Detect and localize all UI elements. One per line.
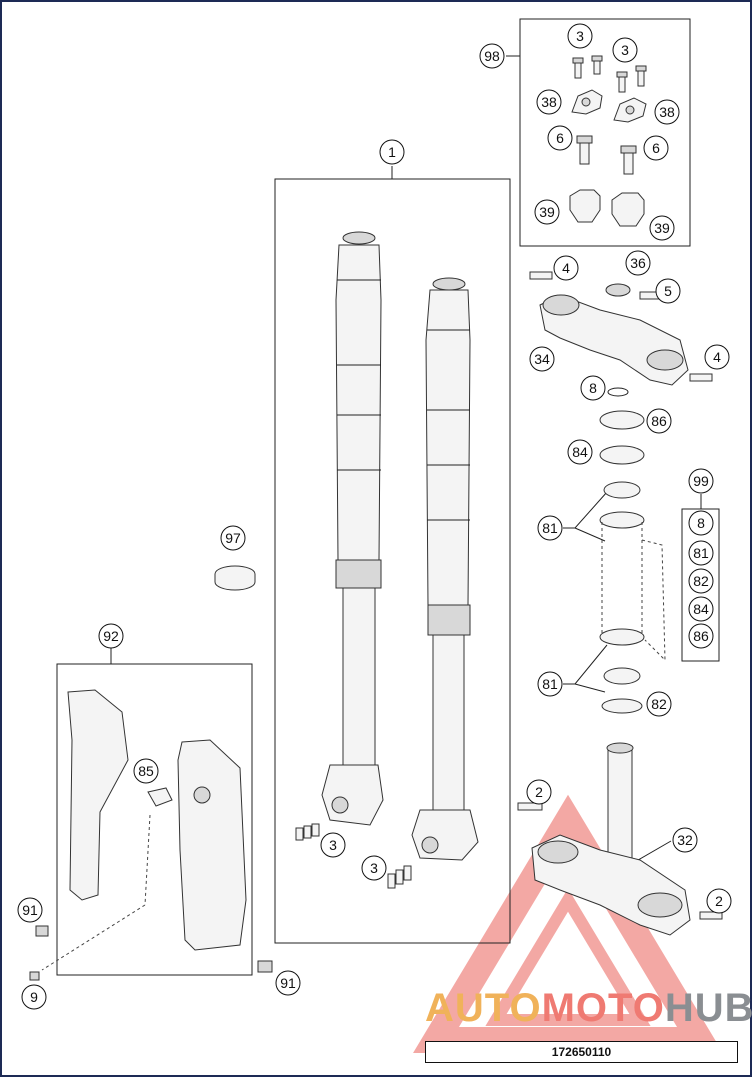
callout-81: 81 — [537, 671, 563, 697]
callout-81: 81 — [537, 515, 563, 541]
callout-label: 3 — [370, 860, 378, 876]
callout-label: 97 — [225, 530, 241, 546]
callout-86: 86 — [646, 408, 672, 434]
callout-label: 4 — [562, 260, 570, 276]
callout-82: 82 — [646, 691, 672, 717]
callout-label: 2 — [715, 893, 723, 909]
callout-3: 3 — [567, 23, 593, 49]
callout-38: 38 — [536, 89, 562, 115]
kit-99-label: 86 — [693, 628, 709, 644]
callout-98: 98 — [479, 43, 505, 69]
watermark-hub: HUB — [664, 986, 752, 1030]
callout-label: 3 — [621, 42, 629, 58]
callout-6: 6 — [643, 135, 669, 161]
callout-label: 39 — [654, 220, 670, 236]
watermark-auto: AUTO — [425, 986, 542, 1030]
kit-98-parts — [569, 55, 647, 227]
callout-label: 4 — [713, 349, 721, 365]
watermark-triangle — [413, 794, 723, 1053]
callout-label: 92 — [103, 628, 119, 644]
kit-99-label: 84 — [693, 601, 709, 617]
kit-99-item-82: 82 — [688, 568, 714, 594]
callout-1: 1 — [379, 139, 405, 165]
watermark-logo: AUTOMOTOHUB — [425, 988, 752, 1028]
callout-84: 84 — [567, 439, 593, 465]
callout-label: 3 — [576, 28, 584, 44]
callout-5: 5 — [655, 278, 681, 304]
right-fork-leg — [411, 277, 479, 861]
callout-label: 6 — [556, 130, 564, 146]
callout-39: 39 — [649, 215, 675, 241]
callout-4: 4 — [704, 344, 730, 370]
callout-label: 81 — [542, 520, 558, 536]
callout-label: 86 — [651, 413, 667, 429]
kit-99-label: 8 — [697, 515, 705, 531]
callout-2: 2 — [526, 779, 552, 805]
callout-label: 2 — [535, 784, 543, 800]
callout-6: 6 — [547, 125, 573, 151]
fork-guard-box — [56, 663, 253, 976]
callout-label: 91 — [280, 975, 296, 991]
callout-label: 82 — [651, 696, 667, 712]
callout-label: 81 — [542, 676, 558, 692]
lower-triple-clamp — [517, 742, 723, 936]
callout-label: 91 — [22, 902, 38, 918]
upper-triple-clamp — [529, 271, 713, 386]
callout-label: 5 — [664, 283, 672, 299]
callout-label: 38 — [541, 94, 557, 110]
kit-99-label: 81 — [693, 545, 709, 561]
callout-label: 38 — [659, 104, 675, 120]
callout-3: 3 — [612, 37, 638, 63]
callout-99: 99 — [688, 468, 714, 494]
kit-99-item-86: 86 — [688, 623, 714, 649]
callout-label: 34 — [534, 351, 550, 367]
callout-91: 91 — [17, 897, 43, 923]
callout-34: 34 — [529, 346, 555, 372]
steering-bearings — [599, 387, 666, 714]
callout-label: 1 — [388, 144, 396, 160]
callout-label: 39 — [539, 204, 555, 220]
callout-label: 99 — [693, 473, 709, 489]
protective-ring — [214, 565, 256, 591]
callout-91: 91 — [275, 970, 301, 996]
callout-label: 85 — [138, 763, 154, 779]
callout-9: 9 — [21, 984, 47, 1010]
callout-8: 8 — [580, 375, 606, 401]
kit-99-item-81: 81 — [688, 540, 714, 566]
callout-2: 2 — [706, 888, 732, 914]
callout-32: 32 — [672, 827, 698, 853]
callout-3: 3 — [320, 832, 346, 858]
callout-label: 32 — [677, 832, 693, 848]
kit-99-item-84: 84 — [688, 596, 714, 622]
kit-98-box — [519, 18, 691, 247]
watermark-moto: MOTO — [541, 986, 665, 1030]
callout-label: 9 — [30, 989, 38, 1005]
left-fork-leg — [321, 231, 384, 826]
callout-39: 39 — [534, 199, 560, 225]
axle-clamp-screws — [295, 823, 412, 889]
callout-97: 97 — [220, 525, 246, 551]
callout-label: 8 — [589, 380, 597, 396]
kit-99-item-8: 8 — [688, 510, 714, 536]
kit-99-label: 82 — [693, 573, 709, 589]
diagram-id: 172650110 — [425, 1041, 738, 1063]
callout-36: 36 — [625, 250, 651, 276]
callout-label: 6 — [652, 140, 660, 156]
callout-38: 38 — [654, 99, 680, 125]
fork-guards — [29, 689, 273, 981]
callout-92: 92 — [98, 623, 124, 649]
callout-label: 84 — [572, 444, 588, 460]
callout-3: 3 — [361, 855, 387, 881]
callout-label: 3 — [329, 837, 337, 853]
callout-4: 4 — [553, 255, 579, 281]
callout-label: 36 — [630, 255, 646, 271]
callout-label: 98 — [484, 48, 500, 64]
callout-85: 85 — [133, 758, 159, 784]
